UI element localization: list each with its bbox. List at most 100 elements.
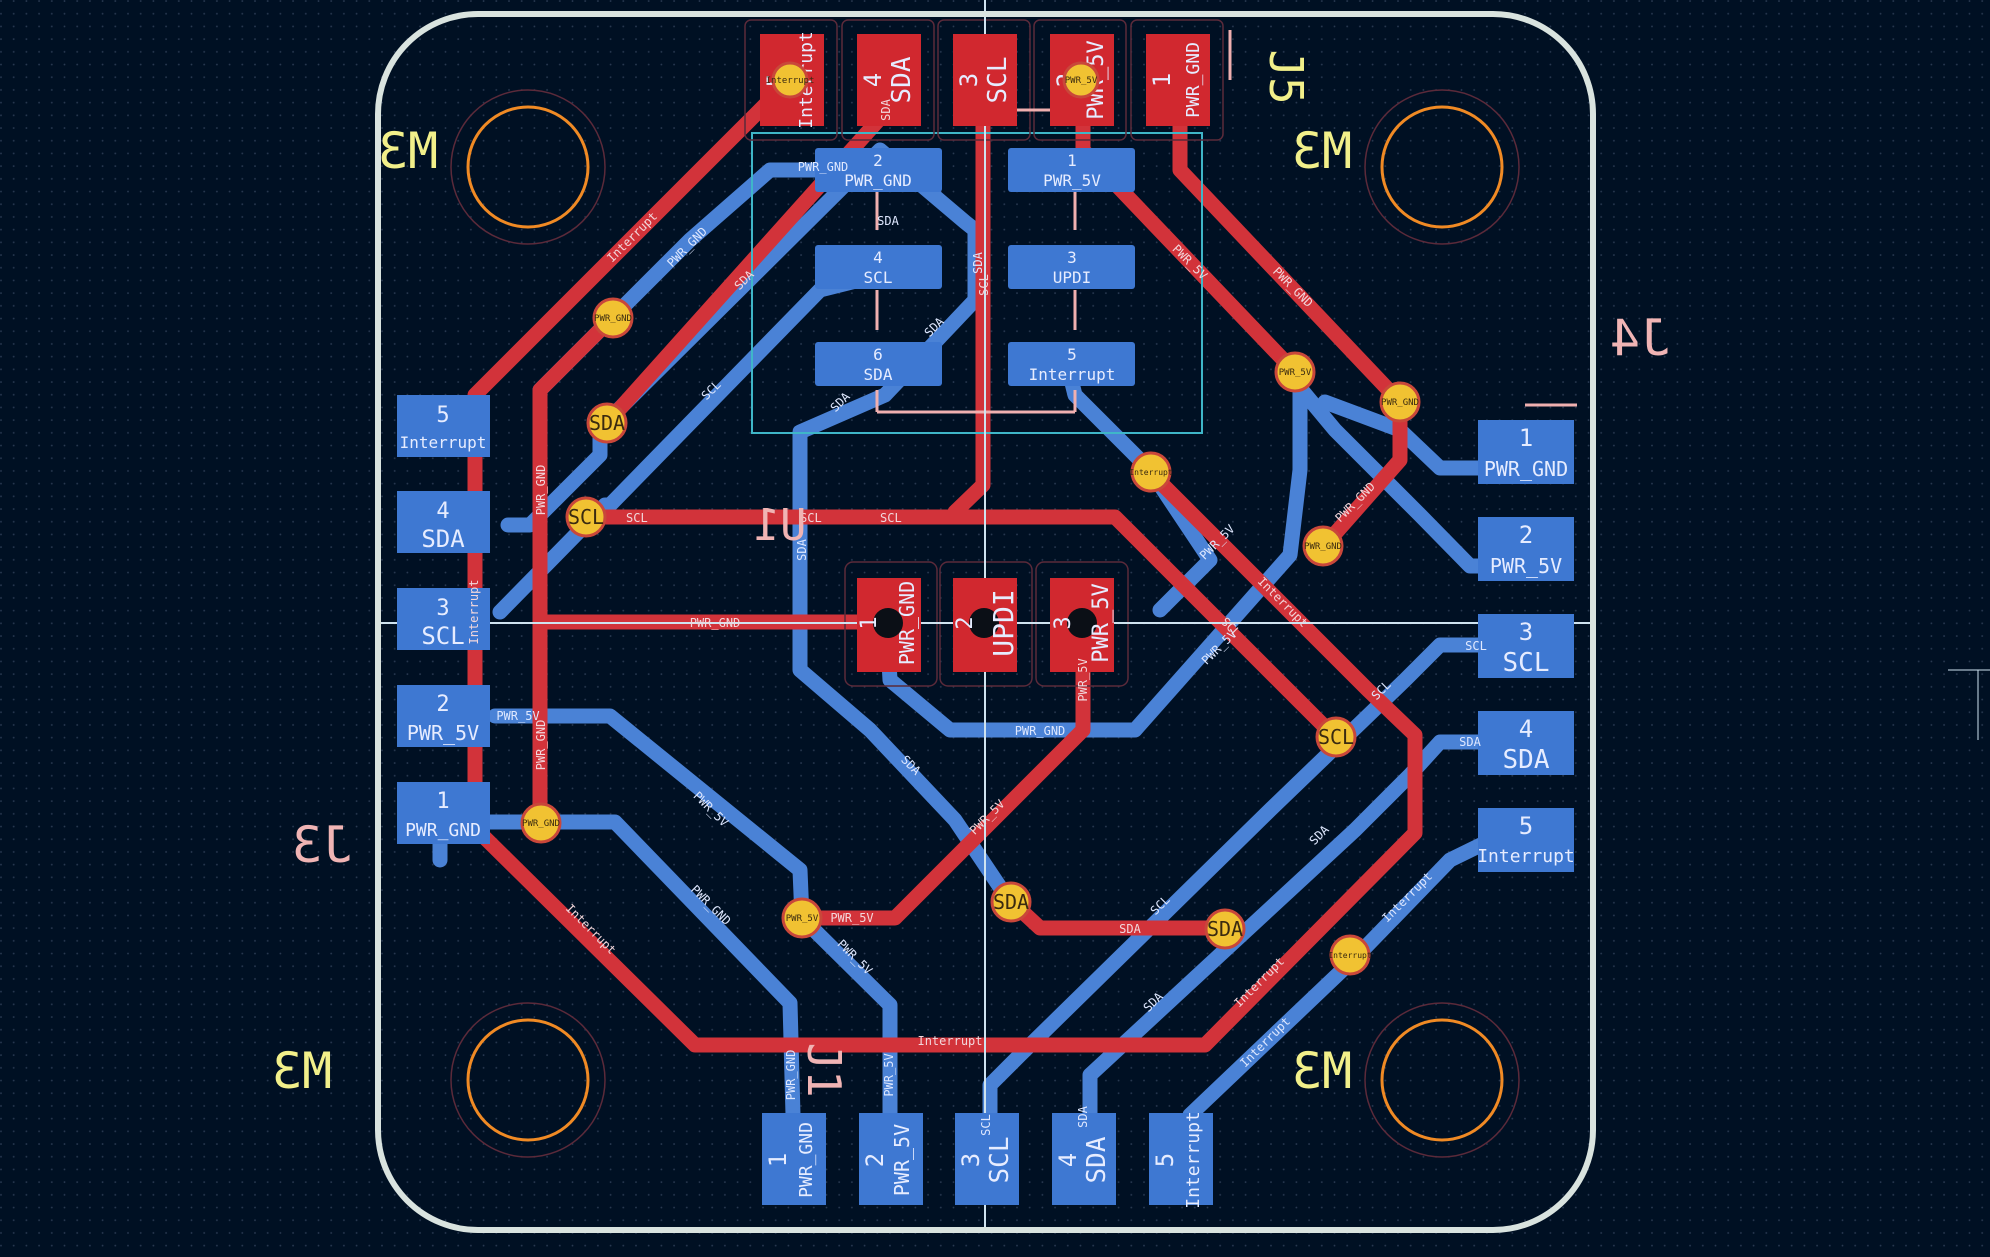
pad-num: 4 bbox=[1054, 1153, 1082, 1167]
connector-bottom-pad-1[interactable]: 1 PWR_GND bbox=[762, 1113, 826, 1205]
connector-bottom-pad-4[interactable]: 4 SDA bbox=[1052, 1113, 1116, 1205]
connector-bottom-pad-5[interactable]: 5 Interrupt bbox=[1149, 1111, 1213, 1209]
trace-front-interrupt-outer[interactable] bbox=[467, 72, 1423, 1053]
trace-label-scl: SCL bbox=[979, 1114, 993, 1136]
connector-center-pad-1[interactable]: 1 PWR_GND bbox=[857, 578, 921, 672]
refdes-j4: J4 bbox=[1610, 309, 1670, 367]
via[interactable]: PWR_GND bbox=[1302, 525, 1344, 567]
via[interactable]: SDA bbox=[990, 881, 1032, 923]
pad-name: UPDI bbox=[987, 589, 1020, 656]
ic-pad-3[interactable]: 3 UPDI bbox=[1008, 245, 1135, 289]
connector-bottom-pad-2[interactable]: 2 PWR_5V bbox=[859, 1113, 923, 1205]
mounting-hole-tr[interactable] bbox=[1364, 89, 1520, 245]
pad-num: 3 bbox=[436, 596, 449, 621]
trace-label-scl: SCL bbox=[1465, 639, 1487, 653]
via[interactable]: SCL bbox=[565, 496, 607, 538]
via-label: PWR_GND bbox=[522, 819, 560, 829]
via[interactable]: SCL bbox=[1315, 716, 1357, 758]
connector-top-pad-1[interactable]: 1 PWR_GND bbox=[1146, 34, 1210, 126]
vias: Interrupt PWR_5V PWR_GND SDA SCL PWR_5V … bbox=[520, 61, 1421, 976]
via[interactable]: Interrupt bbox=[1328, 934, 1372, 976]
connector-right-pad-2[interactable]: 2 PWR_5V bbox=[1478, 517, 1574, 581]
ic-pad-2[interactable]: 2 PWR_GND bbox=[815, 148, 942, 192]
pad-name: SCL bbox=[985, 1137, 1015, 1184]
ic-pad-1[interactable]: 1 PWR_5V bbox=[1008, 148, 1135, 192]
ic-pad-6[interactable]: 6 SDA bbox=[815, 342, 942, 386]
via[interactable]: PWR_5V bbox=[1062, 61, 1100, 99]
via-label: Interrupt bbox=[1328, 951, 1372, 960]
connector-left-pad-2[interactable]: 2 PWR_5V bbox=[397, 685, 490, 747]
connector-right-pad-1[interactable]: 1 PWR_GND bbox=[1478, 420, 1574, 484]
ic-pad-5[interactable]: 5 Interrupt bbox=[1008, 342, 1135, 386]
pad-num: 1 bbox=[1519, 424, 1533, 452]
connector-top-pad-4[interactable]: 4 SDA bbox=[857, 34, 921, 126]
via-label: PWR_5V bbox=[1065, 76, 1098, 86]
ic-pad-4[interactable]: 4 SCL bbox=[815, 245, 942, 289]
pad-num: 3 bbox=[957, 1153, 985, 1167]
connector-center-pad-3[interactable]: 3 PWR_5V bbox=[1050, 578, 1114, 672]
pad-num: 1 bbox=[857, 616, 882, 629]
trace-front-scl-top[interactable] bbox=[947, 72, 991, 520]
via[interactable]: Interrupt bbox=[1129, 451, 1173, 493]
connector-center-pad-2[interactable]: 2 UPDI bbox=[953, 578, 1020, 672]
connector-top-pad-3[interactable]: 3 SCL bbox=[953, 34, 1017, 126]
trace-front-gnd-left[interactable] bbox=[532, 310, 620, 830]
trace-label-scl: SCL bbox=[880, 511, 902, 525]
connector-bottom-pad-3[interactable]: 3 SCL bbox=[955, 1113, 1019, 1205]
trace-back-int-right[interactable] bbox=[1182, 830, 1503, 1123]
trace-label-scl: SCL bbox=[800, 511, 822, 525]
trace-back-sda-right[interactable] bbox=[1082, 734, 1503, 1123]
via[interactable]: PWR_GND bbox=[1379, 381, 1421, 423]
mounting-hole-bl[interactable] bbox=[450, 1002, 606, 1158]
via[interactable]: PWR_GND bbox=[592, 297, 634, 339]
trace-label-interrupt: Interrupt bbox=[467, 579, 481, 644]
trace-label-sda: SDA bbox=[877, 214, 899, 228]
trace-label-sda: SDA bbox=[971, 251, 985, 273]
pad-name: PWR_GND bbox=[796, 1122, 817, 1198]
trace-label-gnd: PWR_GND bbox=[1015, 724, 1066, 738]
via[interactable]: PWR_5V bbox=[1274, 351, 1316, 393]
trace-label-scl: SCL bbox=[977, 274, 991, 296]
trace-label-sda: SDA bbox=[1459, 735, 1481, 749]
refdes-mh-br: M3 bbox=[1292, 1042, 1352, 1100]
via[interactable]: SDA bbox=[586, 402, 628, 444]
connector-left-pad-3[interactable]: 3 SCL bbox=[397, 588, 490, 650]
ic-pad-name: PWR_5V bbox=[1043, 171, 1101, 190]
pad-name: PWR_5V bbox=[407, 721, 479, 745]
connector-right-pad-5[interactable]: 5 Interrupt bbox=[1477, 808, 1575, 872]
trace-back-sda-mid[interactable] bbox=[792, 292, 1018, 910]
trace-front-scl-horiz[interactable] bbox=[578, 509, 1343, 745]
trace-back-scl-right[interactable] bbox=[982, 637, 1503, 1123]
trace-label-interrupt: Interrupt bbox=[917, 1034, 982, 1048]
trace-back-gnd-right[interactable] bbox=[1317, 394, 1503, 476]
ic-pad-num: 4 bbox=[873, 248, 883, 267]
pad-num: 3 bbox=[1051, 616, 1076, 629]
pad-num: 2 bbox=[1519, 521, 1533, 549]
pad-num: 4 bbox=[859, 73, 887, 87]
trace-label-sda: SDA bbox=[1076, 1105, 1090, 1127]
connector-center-updi: 1 PWR_GND 2 UPDI 3 PWR_5V bbox=[857, 578, 1114, 672]
refdes-j5: J5 bbox=[1259, 49, 1313, 104]
connector-right-pad-3[interactable]: 3 SCL bbox=[1478, 614, 1574, 678]
via[interactable]: SDA bbox=[1204, 908, 1246, 950]
pad-name: PWR_5V bbox=[890, 1124, 914, 1196]
via[interactable]: PWR_GND bbox=[520, 802, 562, 844]
pad-num: 1 bbox=[1148, 73, 1176, 87]
trace-front-5v-center[interactable] bbox=[794, 617, 1091, 926]
refdes-mh-tl: M3 bbox=[378, 122, 438, 180]
connector-left-pad-4[interactable]: 4 SDA bbox=[397, 491, 490, 553]
connector-left-pad-1[interactable]: 1 PWR_GND bbox=[397, 782, 490, 844]
pad-name: SDA bbox=[887, 56, 917, 103]
ic-pad-num: 3 bbox=[1067, 248, 1077, 267]
ic-pad-num: 5 bbox=[1067, 345, 1077, 364]
connector-left-pad-5[interactable]: 5 Interrupt bbox=[397, 395, 490, 457]
via[interactable]: PWR_5V bbox=[781, 897, 823, 939]
via[interactable]: Interrupt bbox=[766, 61, 815, 99]
mounting-hole-tl[interactable] bbox=[450, 89, 606, 245]
trace-back-5v-left[interactable] bbox=[487, 708, 898, 1123]
via-label: PWR_GND bbox=[1381, 398, 1419, 408]
mounting-hole-br[interactable] bbox=[1364, 1002, 1520, 1158]
trace-back-gnd-center[interactable] bbox=[880, 364, 1308, 738]
connector-right-pad-4[interactable]: 4 SDA bbox=[1478, 711, 1574, 775]
